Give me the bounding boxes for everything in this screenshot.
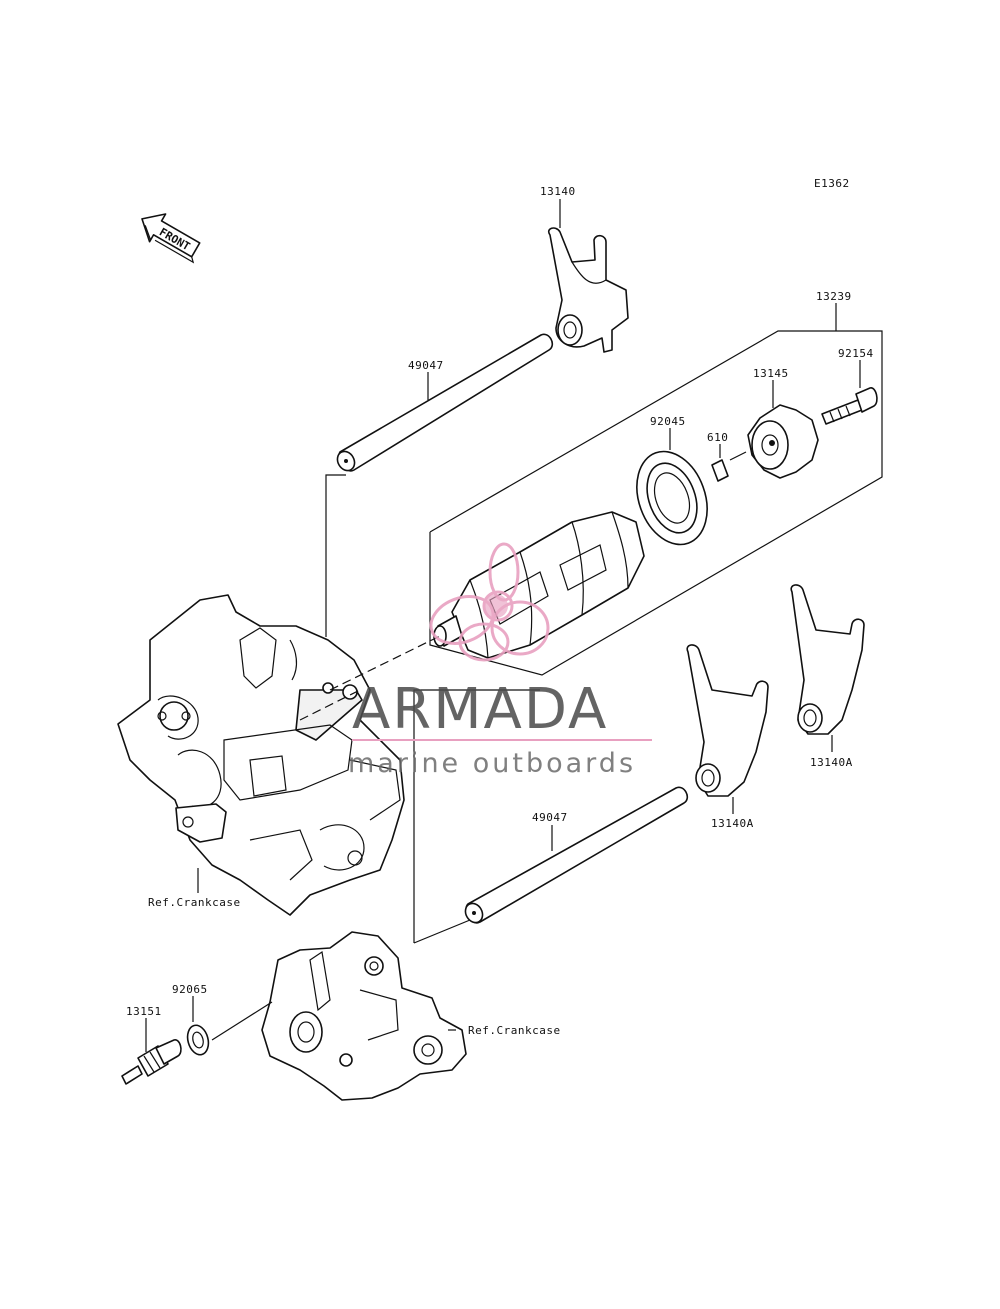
shift-drum [433, 511, 645, 659]
shaft-49047-bottom [464, 786, 689, 924]
label-49047-top: 49047 [408, 359, 444, 372]
label-13239: 13239 [816, 290, 852, 303]
shift-fork-13140 [548, 227, 629, 353]
watermark-logo-icon [429, 542, 550, 662]
label-92154: 92154 [838, 347, 874, 360]
washer-92065 [186, 1024, 210, 1056]
label-92065: 92065 [172, 983, 208, 996]
watermark-tagline: marine outboards [348, 748, 636, 779]
front-arrow-icon: FRONT [141, 213, 201, 264]
label-49047-bottom: 49047 [532, 811, 568, 824]
label-92045: 92045 [650, 415, 686, 428]
label-ref-crankcase-lower: Ref.Crankcase [468, 1024, 561, 1037]
crankcase-lower [261, 931, 467, 1101]
label-13140: 13140 [540, 185, 576, 198]
cam-plate-13145 [747, 404, 819, 479]
bolt-92154 [821, 387, 878, 425]
crankcase-upper [117, 594, 405, 916]
label-13145: 13145 [753, 367, 789, 380]
shift-fork-13140A-mid [686, 644, 769, 797]
pin-610 [711, 451, 747, 482]
label-13140A-mid: 13140A [711, 817, 754, 830]
label-ref-crankcase-upper: Ref.Crankcase [148, 896, 241, 909]
label-13151: 13151 [126, 1005, 162, 1018]
shaft-49047-top [336, 333, 554, 472]
label-610: 610 [707, 431, 728, 444]
label-13140A-right: 13140A [810, 756, 853, 769]
diagram-code: E1362 [814, 177, 850, 190]
sensor-13151 [121, 1039, 182, 1085]
bearing-92045 [636, 450, 708, 546]
shift-fork-13140A-right [790, 584, 865, 735]
watermark-brand: ARMADA [352, 677, 608, 742]
